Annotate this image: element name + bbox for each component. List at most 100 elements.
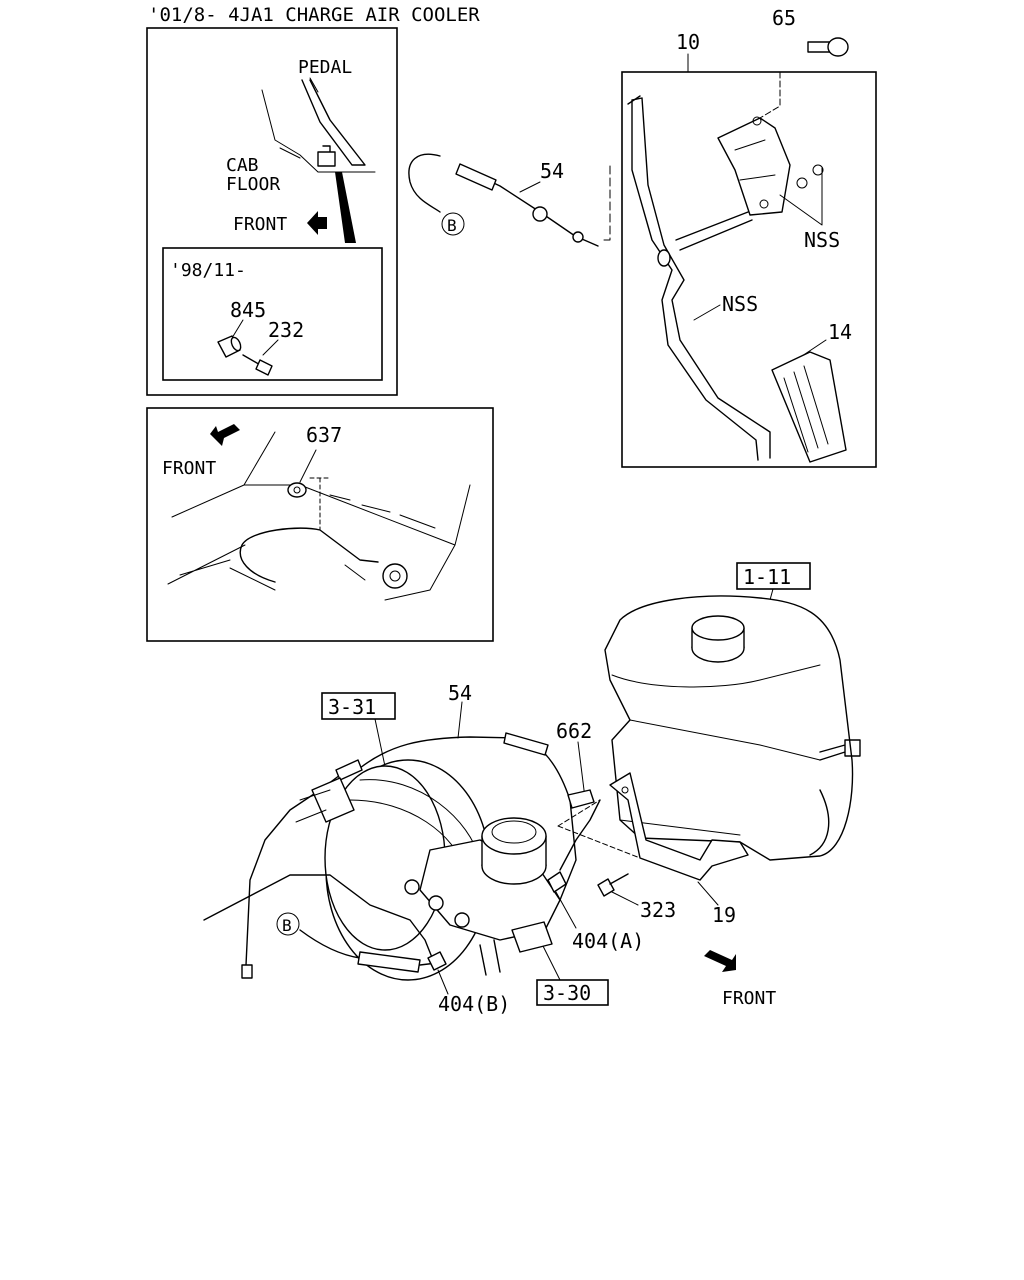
cable-sleeve-top (455, 163, 497, 191)
cable-dash-connector (603, 164, 611, 241)
cable-loop (239, 527, 379, 583)
pedal-pad-ribs (783, 365, 829, 453)
brake-lines (203, 874, 501, 976)
bolt-65 (807, 41, 831, 53)
clip-662 (567, 789, 595, 809)
callout-404b: 404(B) (438, 992, 510, 1016)
circle-b-top (441, 212, 465, 236)
linkage-small (229, 564, 366, 591)
cable-adjuster-top (532, 206, 548, 222)
pedal-assembly: 10 65 NSS NSS 14 54 (408, 6, 877, 468)
floor-bolt-drawing (317, 145, 336, 167)
hose-404b-sleeve (357, 951, 421, 973)
pedal-label: PEDAL (298, 57, 352, 78)
pedal-assembly-frame (621, 71, 877, 468)
front-arrow-inset1 (307, 211, 327, 235)
inset-cable-routing: FRONT 637 (146, 407, 494, 642)
callout-662: 662 (556, 719, 592, 743)
callout-19: 19 (712, 903, 736, 927)
cable-sleeve-lower (503, 732, 549, 756)
leader-19 (697, 881, 719, 906)
ref-1-11: 1-11 (743, 565, 791, 589)
grommet-637 (287, 482, 307, 498)
part-845-end (230, 336, 242, 352)
part-232-head (255, 359, 273, 376)
pedal-lever-eye (627, 95, 641, 105)
bolt-323 (597, 878, 615, 897)
mc-port-1 (404, 879, 420, 895)
mc-outlet-pipe (511, 921, 553, 953)
front-arrow-inset2 (210, 424, 240, 446)
leader-662 (577, 741, 586, 799)
leader-232 (262, 339, 279, 356)
inset-cable-frame (146, 407, 494, 642)
dash-panel-lines (167, 431, 471, 601)
hose-404a (559, 799, 601, 871)
cable-end-lower (241, 964, 253, 979)
clamp-404a (547, 871, 567, 893)
mc-port-2 (428, 895, 444, 911)
bolt-65-head (827, 37, 849, 57)
pedal-bracket (717, 117, 791, 216)
leader-404b (437, 969, 449, 995)
booster-small-inner (389, 570, 401, 582)
bracket-hole-3 (796, 177, 808, 189)
bracket-19-hole (621, 786, 629, 794)
tank-cap-top (691, 615, 745, 641)
bracket-19 (609, 772, 749, 881)
bolt-323-shank (609, 873, 629, 885)
booster-assembly: 1-11 3-31 3-30 19 323 54 662 (203, 562, 861, 1016)
callout-404a: 404(A) (572, 929, 644, 953)
cable-end-top (572, 231, 584, 243)
bracket-hole-1 (752, 116, 762, 126)
mc-port-3 (454, 912, 470, 928)
reservoir-cap (491, 820, 537, 844)
pivot-bushing (657, 249, 671, 267)
fluid-tank (604, 595, 854, 861)
callout-54-top: 54 (540, 159, 564, 183)
leader-65 (759, 71, 781, 119)
pedal-leader (309, 77, 319, 93)
leader-323 (611, 891, 639, 906)
callout-845: 845 (230, 298, 266, 322)
callout-65: 65 (772, 6, 796, 30)
pedal-lever (631, 97, 771, 461)
bracket-hole-2 (759, 199, 769, 209)
circle-b-top-label: B (447, 216, 457, 235)
callout-14: 14 (828, 320, 852, 344)
pedal-pad-14 (771, 351, 847, 463)
ref-3-30: 3-30 (543, 981, 591, 1005)
clamp-404b (427, 951, 447, 971)
leader-nss-bracket (779, 167, 823, 226)
circle-b-lower-label: B (282, 916, 292, 935)
nss-bracket-label: NSS (804, 228, 840, 252)
reservoir-top (481, 817, 547, 855)
leader-54-top (519, 181, 541, 193)
cable-dashed-guide (309, 477, 331, 531)
floor-wedge-drawing (335, 172, 356, 243)
tank-outlet-pipe (809, 739, 861, 856)
callout-10: 10 (676, 30, 700, 54)
booster-studs (295, 789, 331, 823)
front-label-lower: FRONT (722, 988, 776, 1009)
circle-b-lower (276, 912, 300, 936)
booster-small (382, 563, 408, 589)
front-arrow-lower (704, 950, 736, 972)
ref-3-31: 3-31 (328, 695, 376, 719)
cab-floor-label-2: FLOOR (226, 174, 280, 195)
cab-floor-leader (279, 147, 301, 159)
dash-strip (329, 494, 436, 529)
callout-637: 637 (306, 423, 342, 447)
grommet-637-center (293, 486, 301, 494)
callout-232: 232 (268, 318, 304, 342)
nss-arm-label: NSS (722, 292, 758, 316)
accel-cable-top (408, 153, 599, 247)
pedal-arm-drawing (301, 79, 366, 166)
cable-adjuster-lower (335, 759, 363, 781)
callout-54-lower: 54 (448, 681, 472, 705)
sub-box-title: '98/11- (170, 260, 246, 281)
leader-nss-arm (693, 304, 721, 321)
leader-637 (299, 449, 317, 483)
diagram-title: '01/8- 4JA1 CHARGE AIR COOLER (148, 4, 480, 26)
leader-845 (231, 319, 244, 339)
